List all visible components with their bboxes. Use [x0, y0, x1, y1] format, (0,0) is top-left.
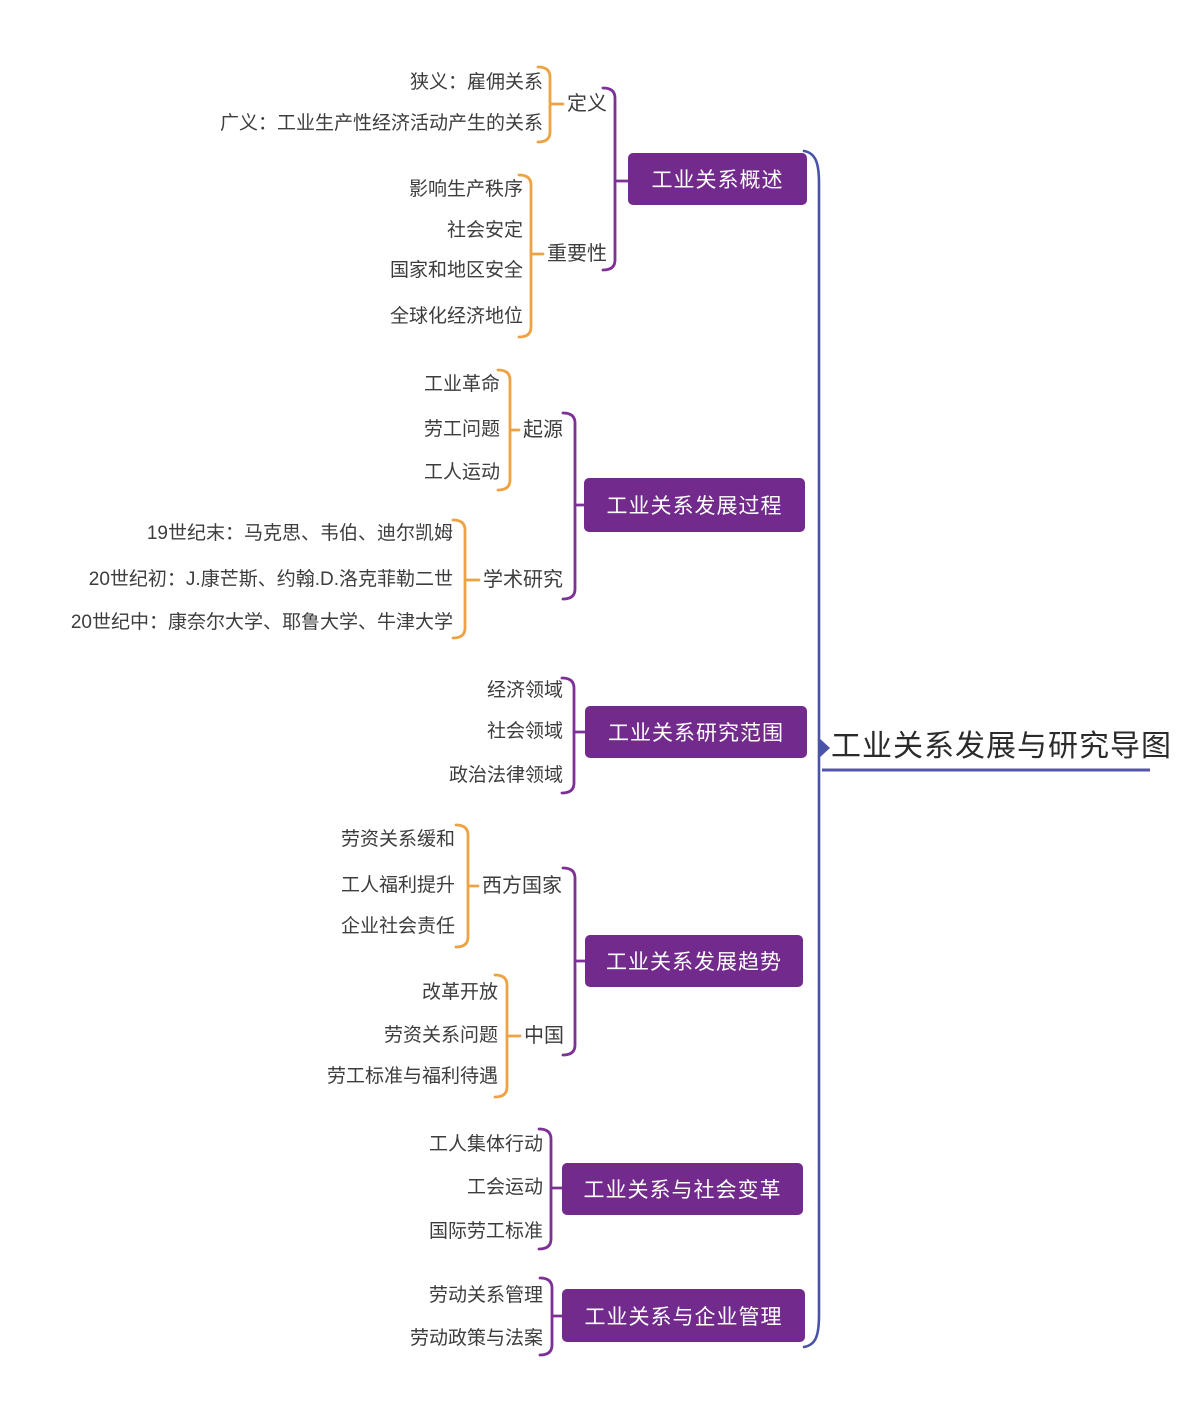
- leaf-node[interactable]: 劳资关系问题: [383, 1025, 498, 1046]
- leaf-node[interactable]: 全球化经济地位: [389, 306, 523, 327]
- group-label-importance[interactable]: 重要性: [547, 243, 607, 265]
- leaf-node[interactable]: 劳工标准与福利待遇: [326, 1066, 498, 1087]
- leaf-node[interactable]: 工人福利提升: [340, 875, 455, 896]
- leaf-node[interactable]: 20世纪中：康奈尔大学、耶鲁大学、牛津大学: [70, 612, 453, 633]
- bracket-development-trend: [561, 866, 587, 1057]
- branch-node-enterprise-management[interactable]: 工业关系与企业管理: [562, 1289, 805, 1342]
- leaf-node[interactable]: 广义：工业生产性经济活动产生的关系: [219, 113, 543, 134]
- leaf-node[interactable]: 劳动关系管理: [428, 1285, 543, 1306]
- leaf-node[interactable]: 劳动政策与法案: [409, 1328, 543, 1349]
- leaf-node[interactable]: 19世纪末：马克思、韦伯、迪尔凯姆: [146, 523, 453, 544]
- bracket-china-leaves: [493, 973, 522, 1099]
- branch-node-development-trend[interactable]: 工业关系发展趋势: [585, 935, 803, 987]
- leaf-node[interactable]: 狭义：雇佣关系: [409, 72, 543, 93]
- leaf-node[interactable]: 工业革命: [423, 374, 500, 395]
- branch-node-overview[interactable]: 工业关系概述: [628, 153, 807, 205]
- group-label-china[interactable]: 中国: [524, 1025, 564, 1047]
- leaf-node[interactable]: 20世纪初：J.康芒斯、约翰.D.洛克菲勒二世: [88, 569, 453, 590]
- leaf-node[interactable]: 企业社会责任: [340, 916, 455, 937]
- leaf-node[interactable]: 工会运动: [466, 1177, 543, 1198]
- leaf-node[interactable]: 国家和地区安全: [389, 260, 523, 281]
- group-label-academic-research[interactable]: 学术研究: [483, 569, 563, 591]
- leaf-node[interactable]: 国际劳工标准: [428, 1221, 543, 1242]
- bracket-definition-leaves: [536, 65, 565, 144]
- leaf-node[interactable]: 工人集体行动: [428, 1134, 543, 1155]
- leaf-node[interactable]: 政治法律领域: [448, 765, 563, 786]
- bracket-academic-leaves: [451, 518, 481, 640]
- bracket-overview: [601, 86, 630, 272]
- leaf-node[interactable]: 社会领域: [486, 721, 563, 742]
- leaf-node[interactable]: 经济领域: [486, 680, 563, 701]
- bracket-research-scope: [560, 676, 587, 795]
- branch-node-social-change[interactable]: 工业关系与社会变革: [562, 1163, 803, 1215]
- bracket-origin-leaves: [496, 368, 521, 492]
- group-label-definition[interactable]: 定义: [567, 93, 607, 115]
- spine-arrow-icon: [818, 737, 830, 759]
- bracket-western-leaves: [454, 823, 480, 949]
- bracket-importance-leaves: [517, 173, 545, 339]
- leaf-node[interactable]: 社会安定: [446, 220, 523, 241]
- branch-node-research-scope[interactable]: 工业关系研究范围: [585, 706, 807, 758]
- leaf-node[interactable]: 劳资关系缓和: [340, 829, 455, 850]
- bracket-social-change: [537, 1127, 564, 1251]
- leaf-node[interactable]: 影响生产秩序: [408, 179, 523, 200]
- leaf-node[interactable]: 工人运动: [423, 462, 500, 483]
- bracket-enterprise-management: [538, 1276, 564, 1357]
- leaf-node[interactable]: 改革开放: [421, 982, 498, 1003]
- group-label-western-countries[interactable]: 西方国家: [482, 875, 562, 897]
- branch-node-development-process[interactable]: 工业关系发展过程: [584, 478, 805, 532]
- root-node[interactable]: 工业关系发展与研究导图: [831, 730, 1172, 763]
- group-label-origin[interactable]: 起源: [523, 419, 563, 441]
- leaf-node[interactable]: 劳工问题: [423, 419, 500, 440]
- bracket-development-process: [561, 411, 586, 601]
